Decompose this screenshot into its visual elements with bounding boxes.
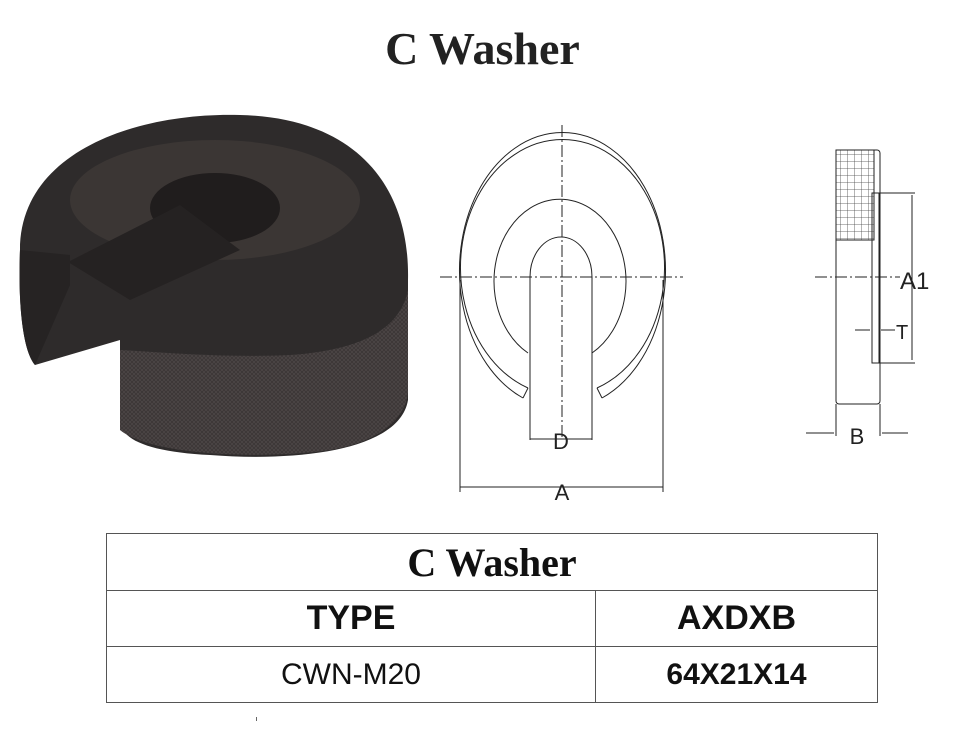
dim-label-a1: A1 [900,268,929,295]
dim-label-a: A [555,480,570,505]
header-type: TYPE [106,590,596,647]
spec-table: C Washer TYPE AXDXB CWN-M20 64X21X14 [106,533,878,703]
table-title: C Washer [106,533,878,591]
front-view-drawing [440,125,683,492]
dim-label-d: D [553,429,569,454]
cell-type: CWN-M20 [106,646,596,703]
header-dimensions: AXDXB [595,590,878,647]
washer-photo [19,114,409,457]
cell-dimensions: 64X21X14 [595,646,878,703]
dim-label-b: B [850,424,865,449]
stray-mark [256,717,257,721]
side-view-drawing [806,149,915,436]
table-row: CWN-M20 64X21X14 [106,646,878,703]
dim-label-t: T [896,322,908,344]
page-title: C Washer [385,23,580,74]
